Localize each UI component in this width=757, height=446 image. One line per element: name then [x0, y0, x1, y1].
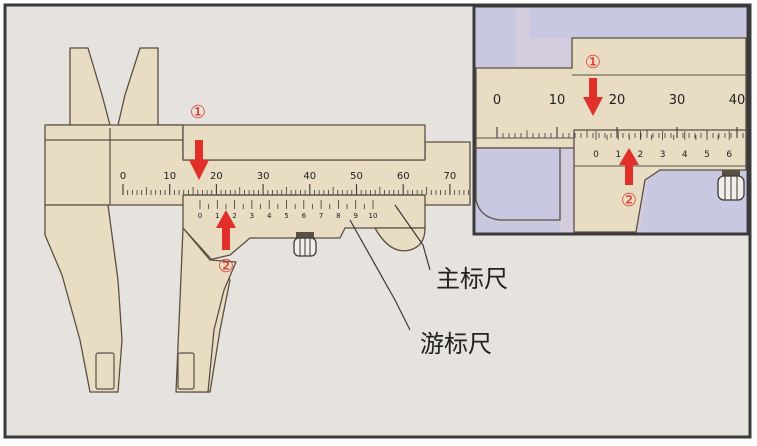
vernier-caliper — [44, 47, 471, 393]
inset-main-scale-tick-label: 20 — [609, 93, 626, 108]
vernier-scale-leader — [349, 219, 411, 331]
vernier-scale-tick-label: 9 — [353, 212, 357, 220]
main-scale-label: 主标尺 — [436, 265, 508, 293]
inset-main-scale-tick-label: 0 — [493, 93, 501, 108]
inset-vernier-scale-tick-label: 1 — [615, 150, 621, 160]
zoom-inset — [472, 4, 750, 236]
vernier-scale-tick-label: 6 — [302, 212, 307, 220]
main-scale-tick-label: 0 — [120, 171, 126, 182]
red-up-arrow-icon — [619, 148, 639, 185]
inset-vernier-scale-tick-label: 2 — [638, 150, 644, 160]
main-scale-tick-label: 40 — [303, 171, 316, 182]
vernier-scale-tick-label: 8 — [336, 212, 340, 220]
red-down-arrow-icon — [583, 78, 603, 116]
main-scale: 0 10 20 30 40 50 60 70 — [120, 171, 474, 195]
marker-1-label: ① — [190, 102, 206, 123]
main-scale-tick-label: 70 — [444, 171, 457, 182]
inset-vernier-scale-tick-label: 4 — [682, 150, 688, 160]
vernier-scale-tick-label: 3 — [250, 212, 254, 220]
vernier-scale: 0 1 2 3 4 5 6 7 8 9 10 — [198, 200, 378, 220]
inset-main-scale-tick-label: 10 — [549, 93, 566, 108]
main-scale-tick-label: 10 — [163, 171, 176, 182]
inset-marker-1-label: ① — [585, 52, 601, 73]
vernier-scale-tick-label: 5 — [284, 212, 288, 220]
inset-marker-2-label: ② — [621, 190, 637, 211]
main-scale-leader — [394, 204, 431, 271]
inset-main-scale-tick-label: 40 — [729, 93, 746, 108]
vernier-scale-tick-label: 4 — [267, 212, 272, 220]
vernier-scale-tick-label: 7 — [319, 212, 323, 220]
vernier-scale-tick-label: 1 — [215, 212, 219, 220]
red-down-arrow-icon — [189, 140, 209, 180]
jaw-recesses — [45, 128, 195, 390]
slide-top — [182, 124, 426, 161]
inset-vernier-scale-tick-label: 0 — [593, 150, 599, 160]
inset-vernier-scale-tick-label: 6 — [726, 150, 732, 160]
main-scale-tick-label: 50 — [350, 171, 363, 182]
lower-fixed-jaw — [44, 204, 123, 393]
main-scale-tick-label: 20 — [210, 171, 223, 182]
red-up-arrow-icon — [216, 210, 236, 250]
vernier-scale-tick-label: 2 — [232, 212, 236, 220]
vernier-scale-tick-label: 10 — [369, 212, 378, 220]
main-scale-tick-label: 60 — [397, 171, 410, 182]
thumb-rest — [374, 227, 426, 252]
inset-vernier-scale: 0 1 2 3 4 5 6 — [593, 131, 732, 160]
marker-2-label: ② — [218, 256, 234, 277]
main-scale-tick-label: 30 — [257, 171, 270, 182]
vernier-scale-label: 游标尺 — [420, 330, 492, 358]
inset-main-scale-tick-label: 30 — [669, 93, 686, 108]
vernier-scale-tick-label: 0 — [198, 212, 202, 220]
inset-vernier-scale-tick-label: 3 — [660, 150, 666, 160]
inset-vernier-scale-tick-label: 5 — [704, 150, 710, 160]
lower-movable-jaw — [175, 227, 237, 393]
locking-screw — [293, 232, 317, 257]
